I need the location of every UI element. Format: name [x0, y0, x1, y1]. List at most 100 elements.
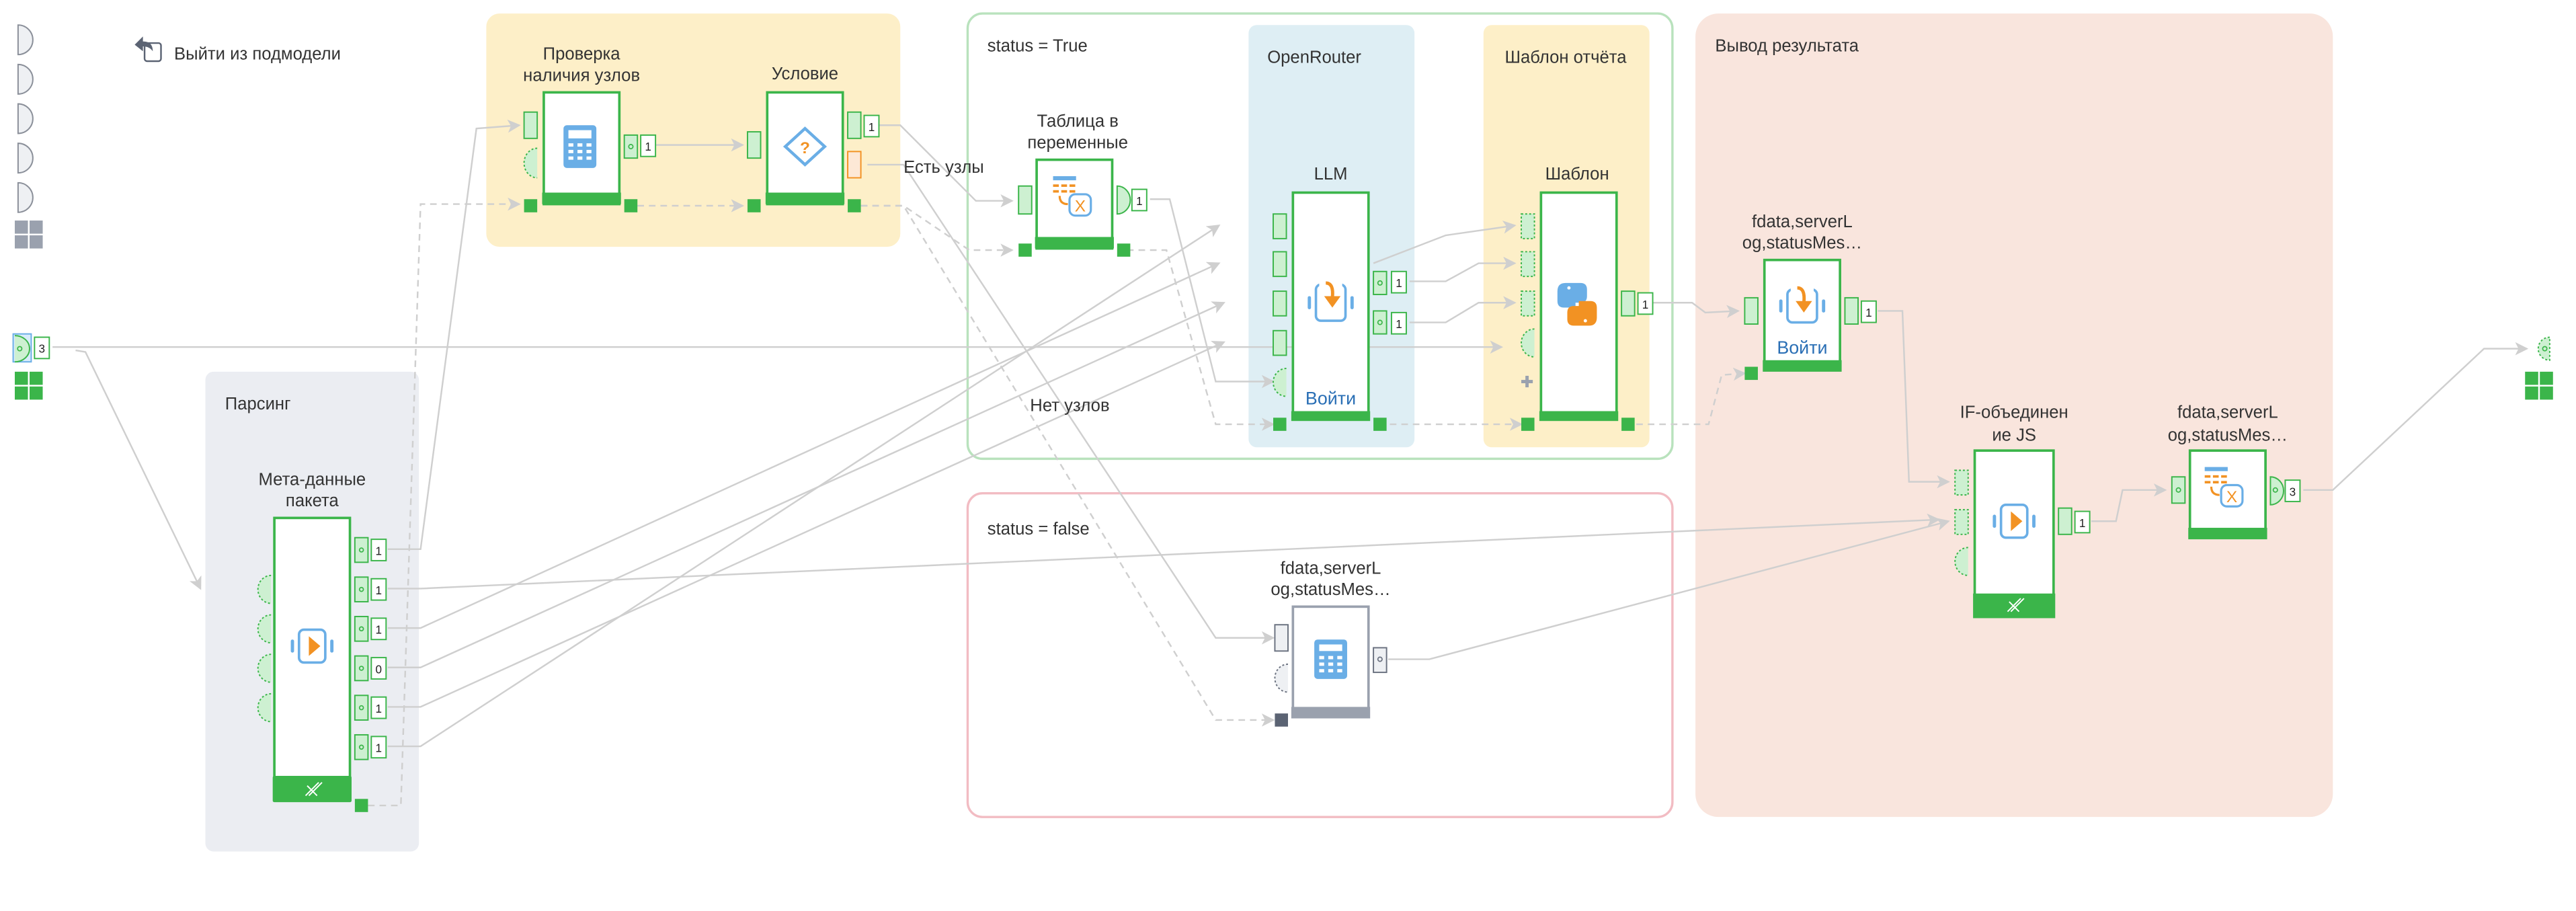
wire-llm-template-1[interactable]	[1373, 221, 1517, 264]
input-port-optional[interactable]	[1274, 663, 1289, 693]
wire-template-output[interactable]	[1651, 301, 1740, 319]
wire-llm-template-3[interactable]	[1409, 296, 1517, 323]
input-port-optional[interactable]	[257, 692, 272, 723]
input-port[interactable]	[1521, 213, 1535, 239]
exec-output-port[interactable]	[848, 199, 861, 212]
wire-exec-condition-table[interactable]	[860, 204, 1014, 257]
input-slot-icon[interactable]	[17, 24, 34, 56]
output-port[interactable]	[1373, 310, 1387, 335]
exec-input-port[interactable]	[1521, 418, 1535, 431]
exec-output-port[interactable]	[1117, 243, 1131, 257]
node-if-merge[interactable]: IF-объединен ие JS 1	[1954, 403, 2091, 619]
exec-input-port[interactable]	[1744, 366, 1758, 381]
exit-submodel-button[interactable]: Выйти из подмодели	[134, 36, 341, 64]
exec-output-port[interactable]	[624, 199, 638, 212]
grid-icon-green-left[interactable]	[14, 371, 43, 400]
wire-table-llm[interactable]	[1150, 198, 1275, 389]
node-check-nodes[interactable]: Проверка наличия узлов 1	[523, 45, 657, 212]
wire-meta-to-llm-3[interactable]	[387, 301, 1225, 668]
input-port-optional[interactable]	[523, 147, 538, 179]
node-output-login[interactable]: fdata,serverL og,statusMes… Войти 1	[1742, 212, 1877, 381]
input-port[interactable]	[1018, 185, 1033, 215]
input-port-optional[interactable]	[257, 614, 272, 644]
grid-icon-green-right[interactable]	[2525, 371, 2553, 400]
login-link[interactable]: Войти	[1305, 389, 1356, 409]
input-port-optional[interactable]	[257, 574, 272, 604]
wire-meta-to-check[interactable]	[387, 119, 521, 551]
input-port[interactable]	[1954, 509, 1969, 535]
node-condition[interactable]: Условие ? 1	[746, 65, 880, 212]
wire-input-to-meta[interactable]	[75, 349, 202, 590]
output-port-5[interactable]: 1	[354, 695, 387, 721]
input-port[interactable]	[1273, 290, 1287, 317]
wire-condition-table[interactable]	[879, 124, 1014, 208]
input-port[interactable]	[1521, 290, 1535, 317]
wire-condition-false[interactable]	[867, 163, 1275, 645]
wire-exec-table-llm[interactable]	[1127, 249, 1275, 431]
input-slot-icon[interactable]	[17, 143, 34, 174]
grid-icon-gray[interactable]	[14, 221, 43, 249]
output-port-1[interactable]: 1	[354, 537, 387, 563]
add-port-icon[interactable]	[1521, 375, 1533, 388]
output-port[interactable]	[1373, 647, 1387, 674]
node-false-calc[interactable]: fdata,serverL og,statusMes…	[1271, 559, 1391, 727]
input-port[interactable]	[1273, 213, 1287, 239]
input-port-optional[interactable]	[1954, 547, 1968, 576]
node-meta[interactable]: Мета-данные пакета 1 1 1 0 1 1	[257, 470, 387, 812]
input-slot-icon[interactable]	[17, 63, 34, 95]
exec-output-port[interactable]	[1373, 418, 1387, 431]
group-output[interactable]: Вывод результата	[1695, 13, 2333, 818]
wire-llm-template-2[interactable]	[1409, 256, 1517, 282]
input-port[interactable]	[1273, 329, 1287, 356]
output-port[interactable]	[1844, 296, 1859, 325]
output-port[interactable]	[2058, 507, 2072, 535]
exec-input-port[interactable]	[1018, 243, 1032, 257]
exec-input-port[interactable]	[1275, 713, 1288, 727]
input-port[interactable]	[2171, 476, 2186, 504]
input-port[interactable]	[746, 131, 762, 159]
input-port[interactable]	[523, 111, 538, 139]
input-port[interactable]	[1954, 469, 1969, 496]
input-port[interactable]	[1273, 251, 1287, 278]
output-port-6[interactable]: 1	[354, 734, 387, 760]
model-output-port[interactable]	[2537, 336, 2550, 361]
wire-output-if[interactable]	[1878, 310, 1950, 489]
output-port[interactable]	[623, 134, 639, 159]
output-port-true[interactable]	[847, 111, 862, 139]
wire-exec-template-output[interactable]	[1636, 367, 1746, 426]
exec-output-port[interactable]	[354, 799, 368, 812]
wire-exec-condition-false[interactable]	[860, 204, 1275, 727]
node-template[interactable]: Шаблон 1	[1521, 165, 1654, 431]
output-port[interactable]	[1116, 185, 1131, 215]
output-port-3[interactable]: 1	[354, 616, 387, 642]
exec-input-port[interactable]	[1273, 418, 1287, 431]
wire-meta-to-llm-2[interactable]	[387, 262, 1221, 629]
output-port-false[interactable]	[847, 151, 862, 179]
exec-output-port[interactable]	[1621, 418, 1635, 431]
node-table-to-vars[interactable]: Таблица в переменные X 1	[1018, 112, 1148, 257]
input-port-optional[interactable]	[257, 653, 272, 683]
login-link[interactable]: Войти	[1777, 338, 1827, 358]
model-input-port[interactable]: 3	[12, 333, 50, 363]
output-port[interactable]	[1621, 290, 1636, 317]
wire-meta-to-llm-4[interactable]	[387, 341, 1225, 708]
exec-input-port[interactable]	[747, 199, 761, 212]
input-slot-icon[interactable]	[17, 182, 34, 213]
output-port[interactable]	[1373, 270, 1387, 295]
exec-input-port[interactable]	[524, 199, 538, 212]
output-port-4[interactable]: 0	[354, 655, 387, 682]
input-port[interactable]	[1521, 251, 1535, 278]
wire-exec-meta-check[interactable]	[368, 197, 521, 807]
input-port[interactable]	[1744, 296, 1759, 325]
node-llm[interactable]: LLM Войти 1 1	[1273, 165, 1407, 431]
output-port-2[interactable]: 1	[354, 576, 387, 602]
wire-meta-to-llm-1[interactable]	[387, 225, 1221, 748]
input-port-optional[interactable]	[1521, 328, 1535, 358]
input-port[interactable]	[1274, 624, 1289, 652]
wire-false-if[interactable]	[1388, 518, 1950, 660]
node-output-table[interactable]: fdata,serverL og,statusMes… X 3	[2168, 403, 2301, 540]
input-port-optional[interactable]	[1273, 367, 1287, 397]
input-slot-icon[interactable]	[17, 103, 34, 134]
wire-if-table[interactable]	[2091, 483, 2167, 522]
